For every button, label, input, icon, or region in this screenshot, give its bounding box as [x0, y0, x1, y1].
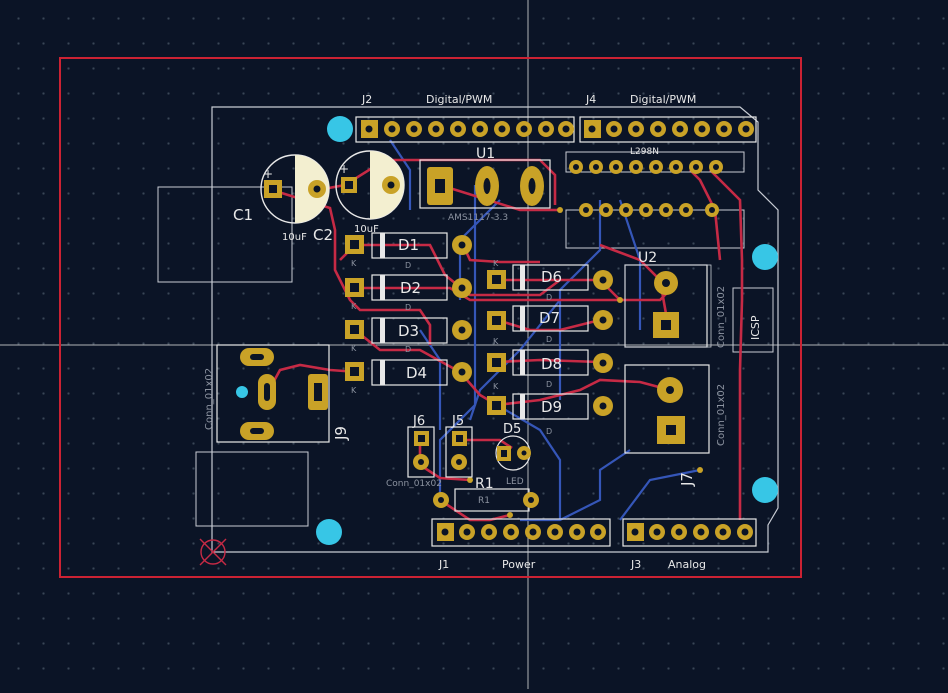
- shield-outline: [211, 106, 779, 553]
- j3-value-label: Analog: [668, 558, 706, 571]
- j1-ref-label: J1: [438, 558, 449, 571]
- u1-value-label: AMS1117-3.3: [448, 213, 508, 223]
- footprint-d5[interactable]: D5 LED: [495, 422, 531, 487]
- grid-origin-marker-icon: [199, 538, 227, 566]
- j6-ref-label: J6: [412, 414, 425, 429]
- u1-ref-label: U1: [476, 146, 495, 162]
- vias: [437, 182, 703, 518]
- d5-value-label: LED: [506, 477, 524, 487]
- c1-value-label: 10uF: [282, 232, 307, 243]
- icsp-label: ICSP: [749, 315, 762, 340]
- footprint-j7[interactable]: Conn_01x02 J7: [624, 364, 727, 487]
- d1-d-label: D: [405, 261, 411, 270]
- j2-ref-label: J2: [361, 93, 372, 106]
- j5-j6-value-label: Conn_01x02: [386, 479, 442, 489]
- d4-ref-label: D4: [406, 364, 427, 382]
- j9-value-label: Conn_01x02: [204, 368, 215, 430]
- j7-value-label: Conn_01x02: [716, 384, 727, 446]
- board-edge-outline[interactable]: [59, 57, 802, 578]
- d3-k-label: K: [351, 344, 357, 353]
- c1-ref-label: C1: [233, 206, 253, 224]
- courtyard-outlines: [157, 186, 774, 527]
- j9-ref-label: J9: [332, 426, 350, 441]
- footprint-d1[interactable]: D1 K D: [345, 232, 472, 270]
- d9-ref-label: D9: [541, 398, 562, 416]
- footprint-u1[interactable]: U1 AMS1117-3.3: [419, 146, 551, 223]
- d5-ref-label: D5: [503, 422, 521, 437]
- c2-value-label: 10uF: [354, 224, 379, 235]
- footprint-j6[interactable]: J6: [407, 414, 435, 478]
- footprint-j8[interactable]: Conn_01x02: [624, 264, 727, 348]
- d6-ref-label: D6: [541, 268, 562, 286]
- j4-ref-label: J4: [585, 93, 596, 106]
- footprint-d4[interactable]: D4 K: [345, 359, 472, 395]
- j7-ref-label: J7: [678, 472, 696, 487]
- footprint-r1[interactable]: R1 R1: [433, 476, 539, 512]
- footprint-d9[interactable]: D9 D: [487, 393, 613, 436]
- footprint-j5[interactable]: J5: [445, 414, 473, 478]
- r1-value-label: R1: [478, 496, 490, 506]
- footprint-j2[interactable]: J2 Digital/PWM: [355, 93, 575, 143]
- j1-value-label: Power: [502, 558, 536, 571]
- footprint-j1[interactable]: J1 Power: [431, 518, 611, 571]
- c2-ref-label: C2: [313, 226, 333, 244]
- d2-ref-label: D2: [400, 279, 421, 297]
- d1-ref-label: D1: [398, 236, 419, 254]
- u2-value-label: L298N: [630, 147, 659, 157]
- d3-ref-label: D3: [398, 322, 419, 340]
- footprint-d3[interactable]: D3 K D: [345, 317, 472, 354]
- d3-d-label: D: [405, 345, 411, 354]
- d1-k-label: K: [351, 259, 357, 268]
- footprint-j9[interactable]: Conn_01x02 J9: [204, 344, 350, 443]
- d6-k-label: K: [493, 259, 499, 268]
- d4-k-label: K: [351, 386, 357, 395]
- j8-value-label: Conn_01x02: [716, 286, 727, 348]
- u2-ref-label: U2: [638, 250, 657, 266]
- j3-ref-label: J3: [630, 558, 641, 571]
- footprint-u2-l298n[interactable]: L298N U2: [565, 147, 745, 266]
- d8-k-label: K: [493, 382, 499, 391]
- footprint-c1[interactable]: + C1 10uF: [233, 154, 330, 243]
- mounting-holes: [236, 116, 778, 545]
- d7-d-label: D: [546, 335, 552, 344]
- d2-d-label: D: [405, 303, 411, 312]
- footprint-j3[interactable]: J3 Analog: [622, 518, 757, 571]
- footprint-d7[interactable]: D7 K D: [487, 305, 613, 346]
- j2-value-label: Digital/PWM: [426, 93, 492, 106]
- d2-k-label: K: [351, 302, 357, 311]
- d8-d-label: D: [546, 380, 552, 389]
- j5-ref-label: J5: [451, 414, 464, 429]
- d8-ref-label: D8: [541, 355, 562, 373]
- j4-value-label: Digital/PWM: [630, 93, 696, 106]
- footprint-c2[interactable]: + C2 10uF: [313, 150, 405, 244]
- footprint-d2[interactable]: D2 K D: [345, 274, 472, 312]
- d7-k-label: K: [493, 337, 499, 346]
- c1-plus-label: +: [263, 167, 273, 181]
- d7-ref-label: D7: [539, 309, 560, 327]
- footprint-d8[interactable]: D8 K D: [487, 349, 613, 391]
- footprint-d6[interactable]: D6 K D: [487, 259, 613, 302]
- c2-plus-label: +: [339, 162, 349, 176]
- r1-ref-label: R1: [475, 476, 494, 492]
- d9-d-label: D: [546, 427, 552, 436]
- footprint-j4[interactable]: J4 Digital/PWM: [579, 93, 757, 143]
- d6-d-label: D: [546, 293, 552, 302]
